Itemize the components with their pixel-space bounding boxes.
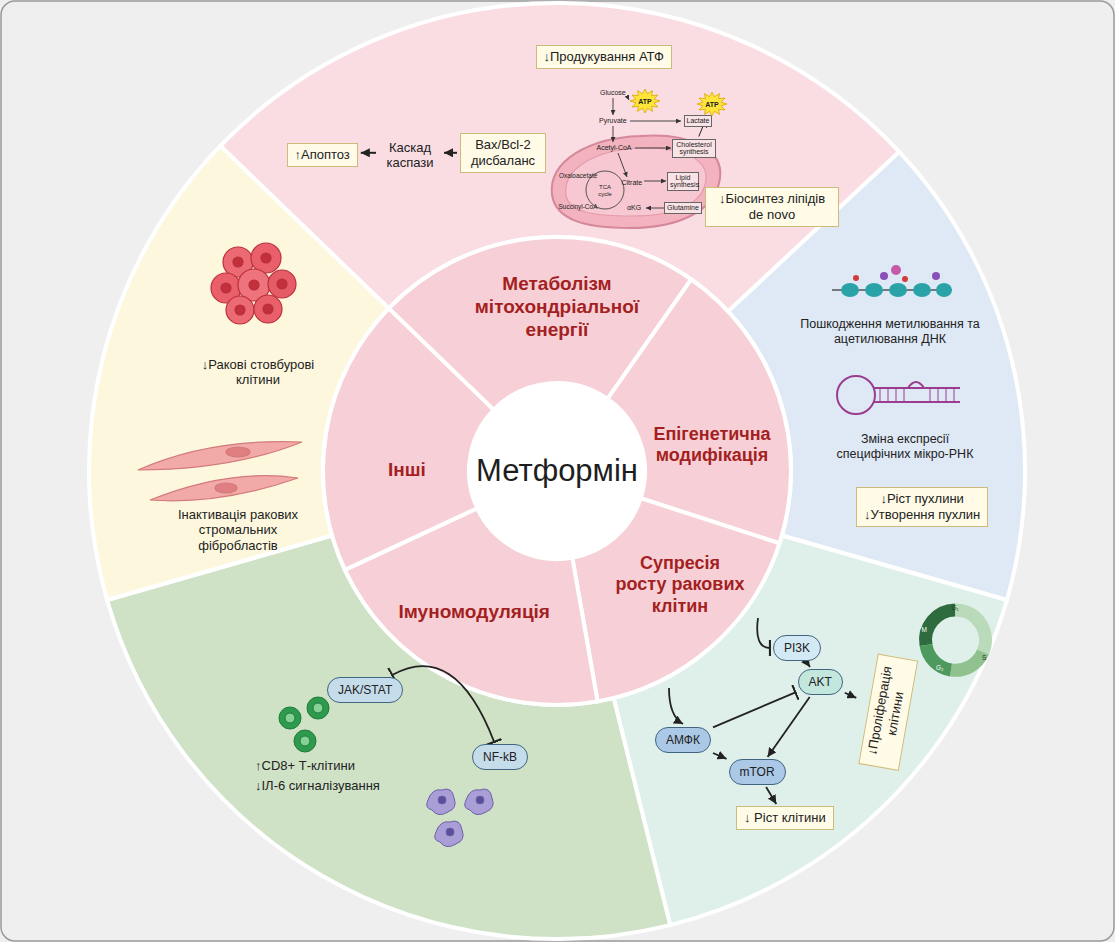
- dna-nucleosomes: [832, 265, 952, 297]
- annotation-label: Зміна експресії специфічних мікро-РНК: [825, 432, 985, 462]
- metabolite-label: Pyruvate: [599, 117, 627, 125]
- inhibition-connector: [392, 666, 494, 742]
- activation-signal: [669, 688, 683, 724]
- arrow-connector: [766, 787, 776, 804]
- effect-box: Cholesterol synthesis: [672, 139, 716, 158]
- t-cells: [279, 697, 329, 752]
- inner-sector: [323, 308, 494, 570]
- arrow-connector: [768, 697, 810, 757]
- arrow-connector: [845, 693, 857, 698]
- node-text: ↓Продукування АТФ: [544, 49, 665, 65]
- node-text: ATP: [705, 101, 718, 108]
- effect-box: ↓Продукування АТФ: [536, 45, 673, 69]
- macrophages: [427, 789, 493, 847]
- effect-box: Lactate: [684, 115, 713, 127]
- effect-box: ↓Ріст пухлини↓Утворення пухлин: [856, 487, 988, 528]
- node-text: Метаболізм мітохондріальної енергії: [462, 273, 652, 341]
- node-text: ↑Апоптоз: [295, 147, 350, 163]
- metabolite-label: Acetyl-CoA: [597, 144, 632, 152]
- effect-box: ↓Біосинтез ліпідів de novo: [705, 187, 839, 228]
- metabolite-label: TCA cycle: [594, 184, 616, 198]
- mechanism-sector: Імуномодуляція: [399, 601, 550, 624]
- atp-burst: ATP: [630, 89, 660, 113]
- node-text: ↓Ріст пухлини: [864, 491, 980, 507]
- atp-burst: ATP: [697, 92, 727, 116]
- fibroblasts: [138, 442, 302, 501]
- annotation-label: Пошкодження метилювання та ацетилювання …: [800, 317, 980, 347]
- cell-cycle-phase: G₁: [952, 604, 959, 612]
- node-text: Епігенетична модифікація: [642, 424, 782, 467]
- node-text: Glutamine: [667, 204, 699, 212]
- node-text: Lactate: [687, 117, 710, 125]
- atp-burst-outline: [697, 92, 727, 116]
- metabolite-label: Glucose: [600, 89, 626, 97]
- pathway-node: mTOR: [729, 759, 786, 785]
- node-text: NF-kB: [483, 750, 517, 764]
- pathway-node: PI3K: [773, 635, 821, 661]
- node-text: ↓Біосинтез ліпідів de novo: [713, 191, 831, 224]
- inhibition-signal: [757, 618, 770, 648]
- annotation-label: ↓ІЛ-6 сигналізування: [255, 778, 380, 794]
- cell-cycle-phase: M: [922, 626, 927, 634]
- effect-box: Bax/Bcl-2 дисбаланс: [460, 133, 546, 174]
- node-text: Імуномодуляція: [399, 601, 550, 624]
- arrow-connector: [807, 663, 810, 667]
- node-text: ↓Утворення пухлин: [864, 507, 980, 523]
- cancer-stem-cells: [211, 243, 296, 324]
- effect-box: ↓ Ріст клітини: [736, 806, 834, 830]
- node-text: PI3K: [784, 641, 810, 655]
- outer-sector: [614, 536, 1007, 926]
- metabolite-label: Oxaloacetate: [559, 172, 597, 180]
- annotation-label: ↓Ракові стовбурові клітини: [178, 357, 338, 388]
- node-text: Інші: [388, 459, 426, 482]
- metabolite-label: αKG: [627, 204, 641, 212]
- metabolite-label: Citrate: [622, 179, 643, 187]
- node-text: Супресія росту ракових клітин: [615, 553, 745, 618]
- cascade-arrow: [444, 152, 457, 154]
- pathway-node: JAK/STAT: [327, 677, 403, 703]
- mitochondrion: [552, 135, 721, 228]
- mechanism-sector: Супресія росту ракових клітин: [615, 553, 745, 618]
- node-text: mTOR: [740, 765, 775, 779]
- node-text: Cholesterol synthesis: [675, 141, 713, 156]
- node-text: АМФК: [666, 733, 700, 747]
- node-text: Метформін: [476, 453, 638, 489]
- node-text: Lipid synthesis: [670, 174, 696, 189]
- cell-cycle-phase: S: [982, 654, 986, 662]
- cell-cycle: [926, 610, 986, 670]
- effect-box: Glutamine: [664, 202, 702, 214]
- annotation-label: Інактивація ракових стромальних фібробла…: [163, 507, 313, 554]
- effect-box: Lipid synthesis: [667, 172, 699, 191]
- node-text: JAK/STAT: [338, 683, 392, 697]
- node-text: ↓ Ріст клітини: [744, 810, 826, 826]
- annotation-label: Каскад каспази: [379, 140, 441, 171]
- pathway-node: NF-kB: [472, 744, 528, 770]
- inhibition-connector: [713, 692, 796, 727]
- effect-box: ↑Апоптоз: [287, 143, 358, 167]
- node-text: Bax/Bcl-2 дисбаланс: [468, 137, 538, 170]
- arrow-connector: [713, 753, 727, 759]
- metabolite-label: Succinyl-CoA: [559, 203, 598, 211]
- pathway-node: АМФК: [655, 727, 711, 753]
- node-text: ATP: [638, 98, 651, 105]
- cell-cycle-phase: G₂: [936, 664, 944, 672]
- mechanism-sector: Інші: [388, 459, 426, 482]
- cascade-arrow: [361, 152, 376, 154]
- node-text: AKT: [809, 675, 832, 689]
- annotation-label: ↑CD8+ Т-клітини: [255, 758, 355, 774]
- metabolic-arrows: [613, 96, 681, 208]
- mechanism-sector: Епігенетична модифікація: [642, 424, 782, 467]
- pathway-node: AKT: [798, 669, 843, 695]
- atp-burst-outline: [630, 89, 660, 113]
- microrna-hairpin: [837, 376, 960, 414]
- mechanism-sector: Метаболізм мітохондріальної енергії: [462, 273, 652, 341]
- center-circle: Метформін: [469, 383, 645, 559]
